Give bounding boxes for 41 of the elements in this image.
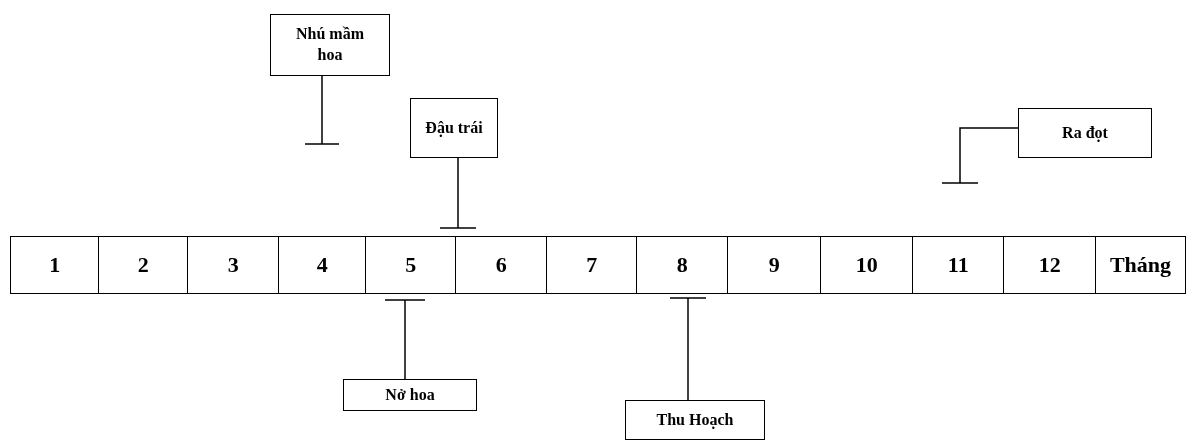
month-cell xyxy=(727,236,822,294)
month-label: 4 xyxy=(316,252,328,278)
month-cell xyxy=(455,236,548,294)
month-cell xyxy=(98,236,189,294)
leader-line xyxy=(439,157,477,229)
month-cell xyxy=(912,236,1005,294)
leader-line xyxy=(304,75,340,145)
month-cell xyxy=(636,236,729,294)
stage-label: Ra đọt xyxy=(1062,122,1108,144)
month-label: 7 xyxy=(586,252,598,278)
month-label: 10 xyxy=(855,252,878,278)
month-cell xyxy=(278,236,367,294)
month-label: 9 xyxy=(768,252,780,278)
stage-box xyxy=(343,379,477,411)
month-label: 2 xyxy=(137,252,149,278)
stage-box xyxy=(625,400,765,440)
month-cell xyxy=(187,236,280,294)
stage-label: Thu Hoạch xyxy=(656,409,734,431)
month-label: 3 xyxy=(227,252,239,278)
stage-box xyxy=(410,98,498,158)
leader-line xyxy=(941,127,1019,184)
stage-box xyxy=(270,14,390,76)
month-label: 12 xyxy=(1038,252,1061,278)
month-label: 11 xyxy=(947,252,969,278)
stage-label: Nở hoa xyxy=(385,384,435,405)
leader-line xyxy=(669,297,707,401)
month-cell xyxy=(820,236,914,294)
stage-label: Đậu trái xyxy=(425,117,483,139)
month-label: Tháng xyxy=(1109,252,1172,278)
month-label: 1 xyxy=(49,252,61,278)
month-cell xyxy=(365,236,457,294)
month-label: 6 xyxy=(495,252,507,278)
month-label: 5 xyxy=(405,252,417,278)
month-label: 8 xyxy=(676,252,688,278)
month-cell xyxy=(546,236,638,294)
stage-label: Nhú mầm hoa xyxy=(295,24,365,65)
month-cell xyxy=(1003,236,1097,294)
stage-box xyxy=(1018,108,1152,158)
month-cell xyxy=(10,236,100,294)
leader-line xyxy=(384,299,426,380)
month-cell xyxy=(1095,236,1186,294)
